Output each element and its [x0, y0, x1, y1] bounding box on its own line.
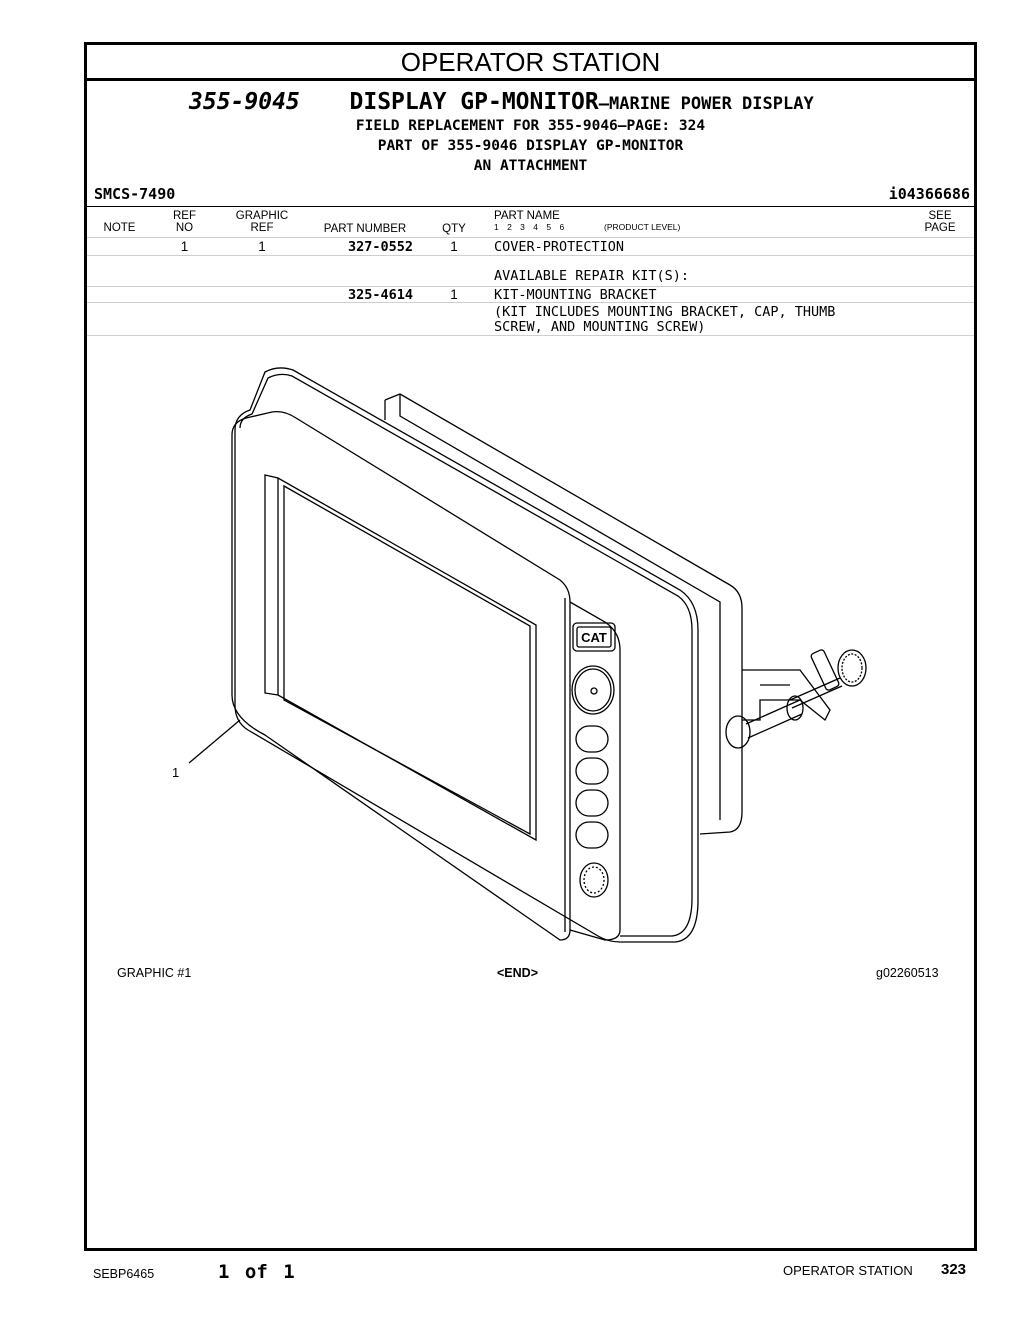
heading-line2: FIELD REPLACEMENT FOR 355-9046—PAGE: 324 [355, 118, 706, 134]
row-rule [87, 237, 974, 238]
heading-part-number: 355-9045 [189, 89, 300, 115]
smcs-code: SMCS-7490 [94, 185, 176, 203]
header-rule [87, 206, 974, 207]
col-see-top: SEE [928, 210, 952, 222]
heading-line3: PART OF 355-9046 DISPLAY GP-MONITOR [377, 138, 684, 154]
row-rule [87, 302, 974, 303]
page-frame: OPERATOR STATION 355-9045 DISPLAY GP-MON… [84, 42, 977, 1251]
row3-part-number: 325-4614 [347, 287, 413, 303]
row2-name: AVAILABLE REPAIR KIT(S): [494, 268, 690, 284]
graphic-label: GRAPHIC #1 [117, 966, 192, 980]
section-title: OPERATOR STATION [87, 45, 974, 81]
col-see-bottom: PAGE [924, 222, 956, 234]
heading-part-name: DISPLAY GP-MONITOR [349, 89, 599, 115]
col-levels: 1 2 3 4 5 6 [494, 222, 565, 232]
col-note: NOTE [103, 222, 136, 234]
heading-line1: 355-9045 DISPLAY GP-MONITOR—MARINE POWER… [189, 89, 814, 115]
row1-ref: 1 [180, 239, 189, 254]
graphic-id: g02260513 [876, 966, 939, 980]
row1-part-number: 327-0552 [347, 239, 413, 255]
row-rule [87, 335, 974, 336]
row4-name: (KIT INCLUDES MOUNTING BRACKET, CAP, THU… [494, 304, 836, 320]
row3-name: KIT-MOUNTING BRACKET [494, 287, 657, 303]
callout-number: 1 [172, 765, 180, 780]
col-qty: QTY [442, 223, 466, 235]
row1-graphic: 1 [258, 239, 266, 254]
end-marker: <END> [497, 966, 538, 980]
col-graphic-top: GRAPHIC [235, 210, 289, 222]
row4-name-cont: SCREW, AND MOUNTING SCREW) [494, 319, 706, 335]
display-monitor-illustration: CAT [188, 367, 867, 943]
row1-qty: 1 [450, 239, 458, 254]
footer-section: OPERATOR STATION [783, 1263, 913, 1278]
col-ref-top: REF [173, 210, 196, 222]
footer-doc: SEBP6465 [93, 1267, 155, 1281]
col-part-number: PART NUMBER [323, 223, 407, 235]
footer-page-of: 1 of 1 [218, 1261, 295, 1283]
col-graphic-bottom: REF [250, 222, 274, 234]
heading-line4: AN ATTACHMENT [473, 158, 588, 174]
col-part-name: PART NAME [494, 210, 560, 222]
cat-logo: CAT [581, 630, 607, 645]
doc-id: i04366686 [888, 185, 970, 203]
row1-name: COVER-PROTECTION [494, 239, 625, 255]
col-ref-bottom: NO [175, 222, 194, 234]
row3-qty: 1 [450, 287, 458, 302]
heading-part-desc: —MARINE POWER DISPLAY [598, 94, 814, 114]
footer-page-number: 323 [941, 1261, 967, 1278]
row-rule [87, 255, 974, 256]
row-rule [87, 286, 974, 287]
col-product-level: (PRODUCT LEVEL) [604, 222, 681, 232]
